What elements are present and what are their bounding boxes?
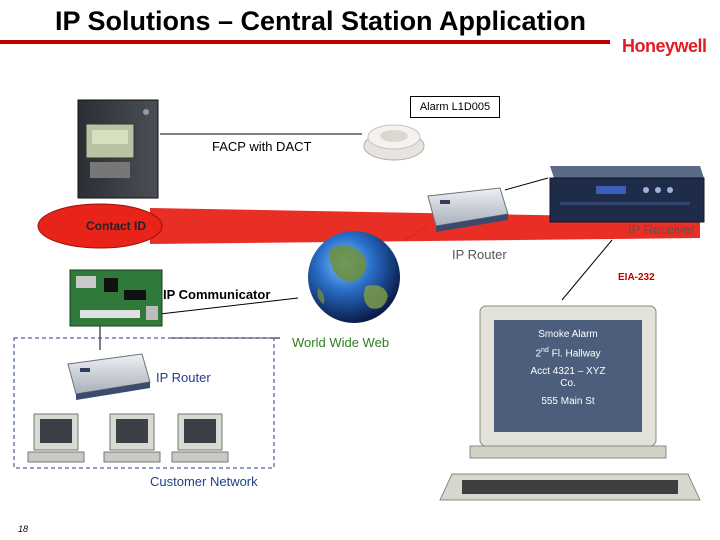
router-to-receiver-line [504, 177, 549, 191]
page-title: IP Solutions – Central Station Applicati… [55, 6, 587, 36]
ip-communicator-board-icon [69, 269, 163, 327]
ip-router-customer-label: IP Router [156, 370, 211, 385]
central-station-workstation-icon [439, 305, 701, 501]
ip-router-top-icon [427, 187, 509, 232]
monitor-address: 555 Main St [541, 396, 595, 407]
customer-network-boundary [13, 337, 275, 469]
customer-network-label: Customer Network [150, 474, 258, 489]
facp-label: FACP with DACT [212, 139, 312, 154]
world-wide-web-label: World Wide Web [292, 335, 390, 350]
monitor-account-line2: Co. [560, 378, 576, 389]
facp-panel-icon [77, 99, 159, 199]
customer-computer-3-icon [171, 413, 229, 463]
title-divider [0, 40, 610, 44]
monitor-location: 2nd Fl. Hallway [535, 347, 601, 360]
page-number: 18 [18, 524, 29, 534]
ip-router-customer-icon [67, 353, 151, 400]
contact-id-label: Contact ID [86, 219, 146, 233]
eia-label: EIA-232 [618, 272, 655, 283]
world-wide-web-globe-icon [308, 231, 400, 323]
smoke-detector-icon [363, 124, 425, 161]
customer-computer-2-icon [103, 413, 161, 463]
receiver-to-workstation-line [561, 239, 613, 301]
ip-receiver-label: IP Receiver [628, 222, 695, 237]
alarm-callout: Alarm L1D005 [410, 96, 500, 118]
communicator-to-web-line [159, 297, 299, 315]
monitor-alarm-type: Smoke Alarm [538, 329, 598, 340]
customer-computer-1-icon [27, 413, 85, 463]
monitor-account-line1: Acct 4321 – XYZ [530, 366, 606, 377]
honeywell-logo: Honeywell [622, 36, 707, 56]
ip-receiver-icon [549, 166, 705, 223]
ip-router-top-label: IP Router [452, 247, 507, 262]
ip-communicator-label: IP Communicator [163, 287, 271, 302]
